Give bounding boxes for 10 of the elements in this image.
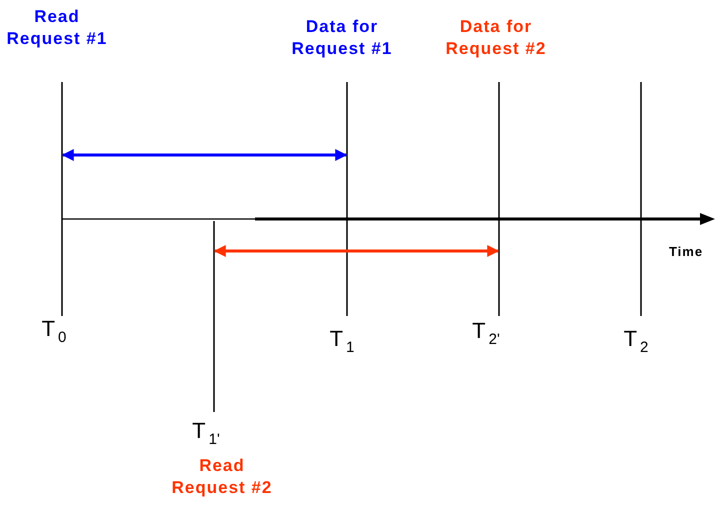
- time-label: T$_{2'}$: [471, 318, 501, 350]
- event-label: Data for Request #2: [444, 16, 548, 60]
- time-label: T$_{0}$: [40, 316, 68, 348]
- time-label: T$_{2}$: [622, 326, 650, 358]
- time-label: T$_{1'}$: [191, 418, 221, 450]
- axis-label: Time: [668, 243, 704, 261]
- time-label: T$_{1}$: [328, 326, 356, 358]
- event-label: Data for Request #1: [290, 16, 394, 60]
- event-label: Read Request #2: [170, 455, 274, 499]
- event-label: Read Request #1: [6, 6, 108, 50]
